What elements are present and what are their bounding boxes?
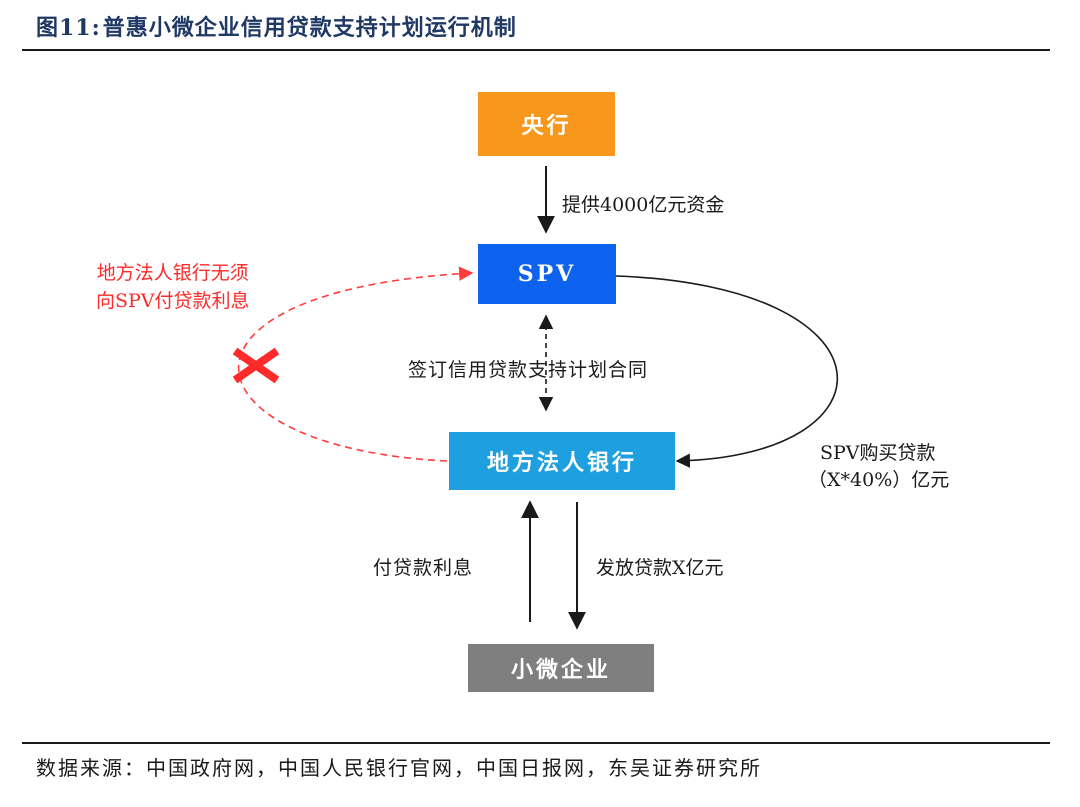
label-spv-buys-loans-1: SPV购买贷款: [820, 442, 936, 464]
figure-title: 图11:普惠小微企业信用贷款支持计划运行机制: [36, 10, 517, 42]
source-note: 数据来源：中国政府网，中国人民银行官网，中国日报网，东吴证券研究所: [36, 756, 762, 780]
label-bank-issues-loans: 发放贷款X亿元: [596, 557, 724, 579]
node-central-bank: 央行: [478, 92, 615, 156]
top-rule: [22, 49, 1050, 51]
cross-out-icon: [232, 347, 280, 384]
arrow-no-interest-to-spv: [237, 266, 474, 462]
label-central-to-spv: 提供4000亿元资金: [562, 194, 725, 216]
label-no-interest: 地方法人银行无须 向SPV付贷款利息: [96, 259, 250, 315]
figure-title-text: 普惠小微企业信用贷款支持计划运行机制: [102, 15, 517, 41]
label-spv-buys-loans-2: （X*40%）亿元: [808, 469, 950, 491]
label-sme-pays-interest: 付贷款利息: [373, 557, 474, 579]
label-contract: 签订信用贷款支持计划合同: [408, 359, 649, 381]
bottom-rule: [22, 742, 1050, 744]
arrow-spv-buys-loans: [615, 275, 839, 468]
figure-number: 图11:: [36, 15, 101, 41]
node-local-bank: 地方法人银行: [449, 432, 675, 490]
label-no-interest-line1: 地方法人银行无须: [96, 262, 249, 284]
node-sme: 小微企业: [468, 644, 654, 692]
node-spv: SPV: [478, 244, 616, 304]
label-no-interest-line2: 向SPV付贷款利息: [96, 290, 250, 312]
